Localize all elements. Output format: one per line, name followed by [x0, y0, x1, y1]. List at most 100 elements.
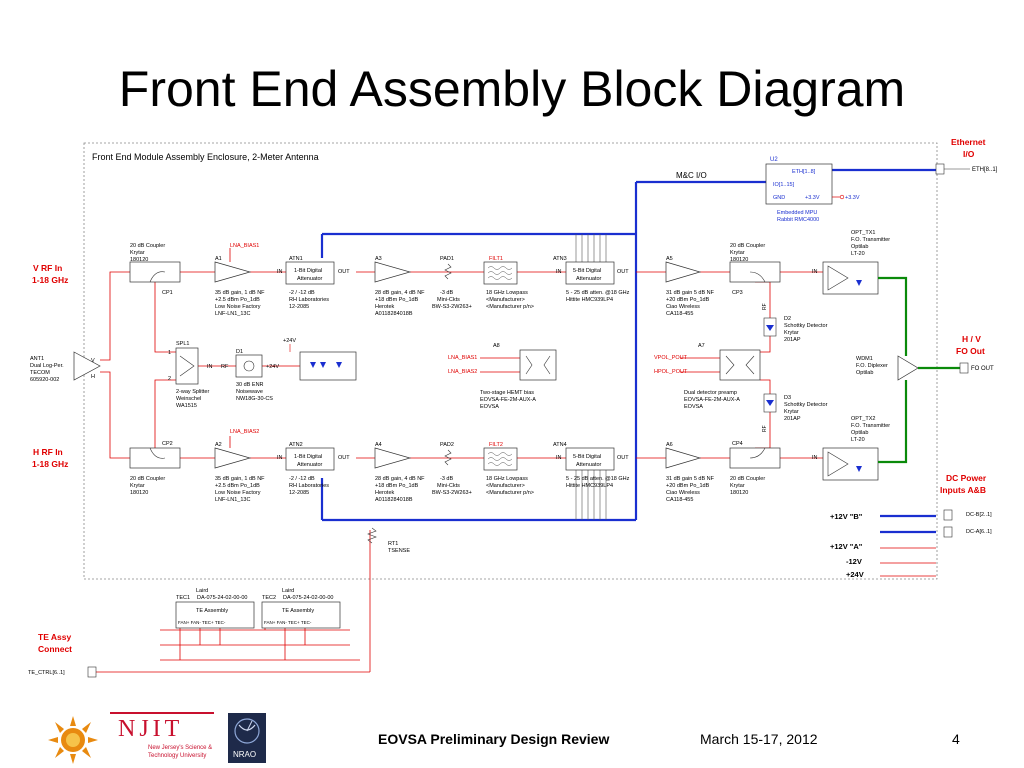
svg-text:1-Bit Digital: 1-Bit Digital — [294, 454, 322, 460]
svg-text:Krytar: Krytar — [130, 483, 145, 489]
svg-text:RT1: RT1 — [388, 541, 398, 547]
svg-text:1: 1 — [168, 350, 171, 356]
svg-text:1-Bit Digital: 1-Bit Digital — [294, 268, 322, 274]
svg-text:RF: RF — [762, 303, 768, 310]
svg-text:TEC2: TEC2 — [262, 595, 276, 601]
svg-text:+24V: +24V — [266, 364, 279, 370]
fiber-paths — [878, 276, 908, 464]
svg-text:FAN+ FAN- TEC+ TEC-: FAN+ FAN- TEC+ TEC- — [264, 620, 312, 625]
svg-text:31 dB gain 5 dB NF: 31 dB gain 5 dB NF — [666, 290, 715, 296]
svg-text:+12V "A": +12V "A" — [830, 542, 863, 551]
footer-date: March 15-17, 2012 — [700, 731, 818, 747]
filt1-filter: FILT1 18 GHz Lowpass <Manufacturer> <Man… — [483, 256, 534, 310]
svg-text:EOVSA: EOVSA — [480, 404, 499, 410]
ethernet-label: Ethernet I/O — [951, 137, 988, 159]
svg-text:31 dB gain 5 dB NF: 31 dB gain 5 dB NF — [666, 476, 715, 482]
svg-text:CP4: CP4 — [732, 441, 743, 447]
svg-text:180120: 180120 — [730, 257, 748, 263]
dc-power-label: DC Power Inputs A&B — [940, 473, 989, 495]
svg-text:2: 2 — [168, 376, 171, 382]
filt2-filter: FILT2 18 GHz Lowpass <Manufacturer> <Man… — [483, 442, 534, 496]
mc-bus — [320, 180, 936, 534]
svg-text:IO[1..15]: IO[1..15] — [773, 182, 795, 188]
svg-text:IN: IN — [207, 364, 213, 370]
svg-text:A1: A1 — [215, 256, 222, 262]
svg-text:BW-S3-2W263+: BW-S3-2W263+ — [432, 304, 472, 310]
svg-text:FILT2: FILT2 — [489, 442, 503, 448]
svg-text:U2: U2 — [770, 157, 778, 163]
a5-amplifier: A5 31 dB gain 5 dB NF +20 dBm Po_1dB Cia… — [665, 256, 715, 317]
svg-text:<Manufacturer>: <Manufacturer> — [486, 297, 525, 303]
svg-text:+3.3V: +3.3V — [805, 195, 820, 201]
svg-text:CA118-455: CA118-455 — [666, 311, 693, 317]
te-ctrl-label: TE_CTRL[6..1] — [28, 670, 65, 676]
svg-text:WA1515: WA1515 — [176, 403, 197, 409]
cp1-coupler: CP1 20 dB Coupler Krytar 180120 — [129, 243, 181, 296]
svg-text:Schottky Detector: Schottky Detector — [784, 402, 828, 408]
svg-text:ETH[1..8]: ETH[1..8] — [792, 169, 816, 175]
svg-text:12-2085: 12-2085 — [289, 490, 309, 496]
svg-text:+2.5 dBm Po_1dB: +2.5 dBm Po_1dB — [215, 483, 260, 489]
svg-text:ATN4: ATN4 — [553, 442, 567, 448]
atn3-attenuator: ATN3 5-Bit Digital Attenuator IN OUT 5 -… — [553, 256, 630, 303]
svg-text:IN: IN — [556, 269, 562, 275]
svg-text:SPL1: SPL1 — [176, 341, 189, 347]
footer-review: EOVSA Preliminary Design Review — [378, 731, 610, 747]
block-diagram: Front End Module Assembly Enclosure, 2-M… — [28, 137, 998, 678]
d2-detector: D2 Schottky Detector Krytar 201AP RF — [762, 303, 828, 343]
svg-text:+18 dBm Po_1dB: +18 dBm Po_1dB — [375, 297, 419, 303]
svg-text:LNF-LN1_13C: LNF-LN1_13C — [215, 311, 250, 317]
svg-text:RF: RF — [762, 425, 768, 432]
svg-text:PAD2: PAD2 — [440, 442, 454, 448]
mpu-block: U2 ETH[1..8] IO[1..15] GND +3.3V +3.3V E… — [765, 157, 860, 223]
cp2-coupler: CP2 20 dB Coupler Krytar 180120 — [129, 441, 181, 496]
svg-text:CP3: CP3 — [732, 290, 743, 296]
svg-text:Rabbit RMC4000: Rabbit RMC4000 — [777, 217, 819, 223]
svg-text:Schottky Detector: Schottky Detector — [784, 323, 828, 329]
dc-a-connector — [943, 526, 953, 538]
svg-text:Optilab: Optilab — [851, 430, 868, 436]
svg-text:DA-075-24-02-00-00: DA-075-24-02-00-00 — [197, 595, 247, 601]
svg-text:F.O. Transmitter: F.O. Transmitter — [851, 237, 890, 243]
svg-text:EOVSA-FE-2M-AUX-A: EOVSA-FE-2M-AUX-A — [480, 397, 536, 403]
svg-text:180120: 180120 — [730, 490, 748, 496]
antenna-block: ANT1 Dual Log-Per. TECOM 605920-002 V H — [30, 351, 101, 383]
opto-coupler: +24V — [283, 338, 357, 381]
svg-text:D1: D1 — [236, 349, 243, 355]
svg-text:<Manufacturer>: <Manufacturer> — [486, 483, 525, 489]
svg-text:-3 dB: -3 dB — [440, 476, 453, 482]
svg-text:5-Bit Digital: 5-Bit Digital — [573, 454, 601, 460]
svg-text:5 - 25 dB atten. @18 GHz: 5 - 25 dB atten. @18 GHz — [566, 290, 630, 296]
svg-text:D3: D3 — [784, 395, 791, 401]
svg-text:+20 dBm Po_1dB: +20 dBm Po_1dB — [666, 483, 710, 489]
svg-text:D2: D2 — [784, 316, 791, 322]
svg-text:30 dB ENR: 30 dB ENR — [236, 382, 264, 388]
svg-text:Ciao Wireless: Ciao Wireless — [666, 304, 700, 310]
svg-text:35 dB gain, 1 dB NF: 35 dB gain, 1 dB NF — [215, 290, 265, 296]
svg-text:VPOL_POUT: VPOL_POUT — [654, 355, 688, 361]
svg-text:CA118-455: CA118-455 — [666, 497, 693, 503]
svg-text:NRAO: NRAO — [233, 750, 256, 759]
svg-text:IN: IN — [556, 455, 562, 461]
a1-amplifier: A1 35 dB gain, 1 dB NF +2.5 dBm Po_1dB L… — [214, 256, 265, 317]
fo-connector — [959, 362, 969, 374]
svg-text:ATN2: ATN2 — [289, 442, 303, 448]
svg-text:HPOL_POUT: HPOL_POUT — [654, 369, 688, 375]
svg-text:Laird: Laird — [196, 588, 208, 594]
spl1-splitter: SPL1 1 2 IN RF 2-way Splitter Weinschel … — [168, 341, 229, 409]
svg-text:Krytar: Krytar — [130, 250, 145, 256]
svg-text:180120: 180120 — [130, 257, 148, 263]
svg-text:+24V: +24V — [846, 570, 864, 579]
njit-logo: NJIT New Jersey's Science & Technology U… — [110, 712, 214, 764]
dc-b-label: DC-B[2..1] — [966, 512, 992, 518]
svg-text:Optilab: Optilab — [851, 244, 868, 250]
svg-text:+18 dBm Po_1dB: +18 dBm Po_1dB — [375, 483, 419, 489]
svg-text:-2 / -12 dB: -2 / -12 dB — [289, 290, 315, 296]
svg-text:LT-20: LT-20 — [851, 251, 865, 257]
footer-page-number: 4 — [952, 731, 960, 747]
nrao-logo: NRAO — [228, 713, 266, 763]
svg-text:20 dB Coupler: 20 dB Coupler — [130, 476, 165, 482]
svg-text:5-Bit Digital: 5-Bit Digital — [573, 268, 601, 274]
svg-text:F.O. Transmitter: F.O. Transmitter — [851, 423, 890, 429]
svg-text:12-2085: 12-2085 — [289, 304, 309, 310]
